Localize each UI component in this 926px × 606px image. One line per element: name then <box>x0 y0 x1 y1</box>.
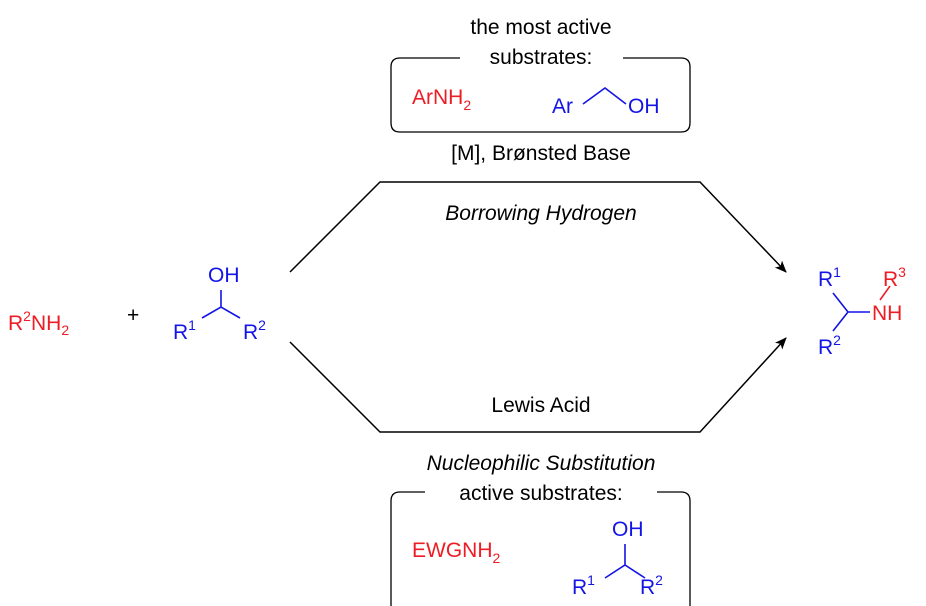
benzyl-oh-label: OH <box>628 95 660 118</box>
top-route-name: Borrowing Hydrogen <box>445 202 636 225</box>
alcohol-bonds <box>201 290 241 319</box>
bottom-alcohol-r2-label: R2 <box>640 572 663 599</box>
bottom-alcohol-bonds <box>604 544 646 579</box>
product-bonds-blue <box>832 292 870 332</box>
top-route-arrow <box>289 181 787 273</box>
benzyl-bonds <box>582 87 627 105</box>
bottom-route-name: Nucleophilic Substitution <box>427 452 656 475</box>
amine-product: R1 R2 NH R3 <box>818 264 906 359</box>
alcohol-oh-label: OH <box>208 264 240 287</box>
product-r2-label: R2 <box>818 332 841 359</box>
bottom-conditions: Lewis Acid <box>491 394 590 417</box>
top-box-title-line1: the most active <box>470 16 611 39</box>
bottom-box-alcohol: OH R1 R2 <box>572 518 663 599</box>
top-substrate-box <box>390 57 691 133</box>
product-r1-label: R1 <box>818 264 841 291</box>
amine-reactant: R2NH2 <box>8 308 69 338</box>
alcohol-r1-label: R1 <box>173 317 196 344</box>
top-box-title-line2: substrates: <box>490 46 593 69</box>
alcohol-r2-label: R2 <box>243 317 266 344</box>
bottom-box-title: active substrates: <box>459 482 622 505</box>
product-r3-label: R3 <box>883 264 906 291</box>
benzyl-ar-label: Ar <box>552 95 573 118</box>
bottom-substrate-box <box>390 491 691 606</box>
top-conditions: [M], Brønsted Base <box>451 142 631 165</box>
plus-sign: + <box>127 304 139 327</box>
bottom-box-amine: EWGNH2 <box>412 539 501 566</box>
top-box-benzyl-alcohol: Ar OH <box>552 87 660 118</box>
top-box-amine: ArNH2 <box>412 86 471 113</box>
bottom-alcohol-oh-label: OH <box>612 518 644 541</box>
alcohol-reactant: OH R1 R2 <box>173 264 266 344</box>
bottom-route-arrow <box>289 337 787 433</box>
product-nh-label: NH <box>872 302 902 325</box>
bottom-alcohol-r1-label: R1 <box>572 572 595 599</box>
product-n-r3-bond <box>879 285 891 301</box>
